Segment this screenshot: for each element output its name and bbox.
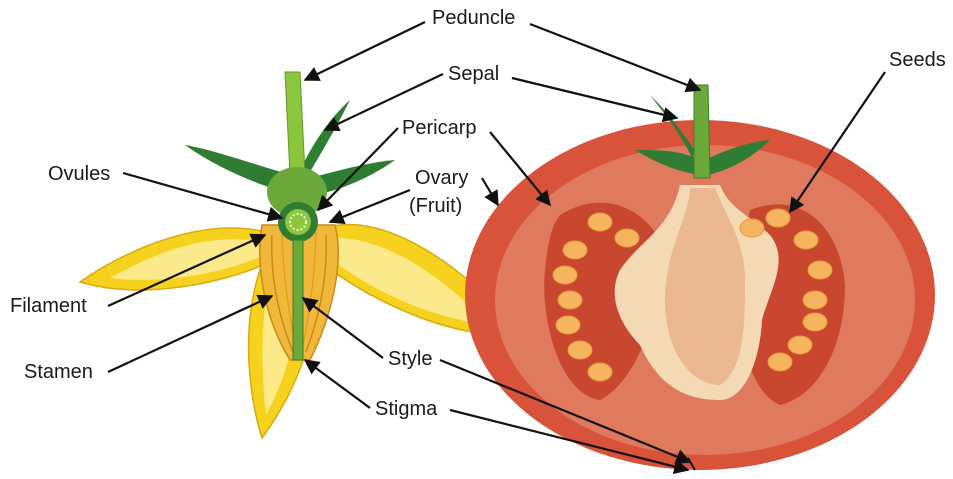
flower-ovary-inner: [285, 209, 311, 235]
arrow-peduncle-fruit: [530, 24, 700, 90]
seed: [556, 316, 580, 334]
label-pericarp: Pericarp: [402, 117, 476, 139]
label-filament: Filament: [10, 295, 87, 317]
label-stamen: Stamen: [24, 361, 93, 383]
arrow-stigma-flower: [305, 360, 370, 408]
seed: [615, 229, 639, 247]
arrow-stamen: [108, 296, 272, 372]
label-ovary-line1: Ovary: [415, 167, 468, 189]
seed: [558, 291, 582, 309]
arrow-ovary-fruit: [482, 178, 498, 205]
label-peduncle: Peduncle: [432, 7, 515, 29]
label-sepal: Sepal: [448, 63, 499, 85]
seed: [788, 336, 812, 354]
seed: [563, 241, 587, 259]
label-ovules: Ovules: [48, 163, 110, 185]
seed: [768, 353, 792, 371]
label-style: Style: [388, 348, 432, 370]
seed: [803, 291, 827, 309]
seed: [740, 219, 764, 237]
seed: [808, 261, 832, 279]
tomato-peduncle: [694, 85, 710, 178]
arrow-sepal-fruit: [512, 78, 677, 118]
seed: [568, 341, 592, 359]
seed: [553, 266, 577, 284]
seed: [794, 231, 818, 249]
label-seeds: Seeds: [889, 49, 946, 71]
seed: [803, 313, 827, 331]
seed: [766, 209, 790, 227]
flower-peduncle: [285, 72, 305, 175]
sepal-upper: [300, 100, 350, 180]
arrow-ovary-flower: [330, 190, 410, 222]
seed: [588, 213, 612, 231]
seed: [588, 363, 612, 381]
label-stigma: Stigma: [375, 398, 438, 420]
flower-style: [293, 240, 303, 360]
tomato-illustration: [465, 85, 935, 470]
arrow-peduncle-flower: [305, 22, 425, 80]
label-ovary-line2: (Fruit): [409, 195, 462, 217]
arrow-pericarp-flower: [318, 128, 398, 210]
